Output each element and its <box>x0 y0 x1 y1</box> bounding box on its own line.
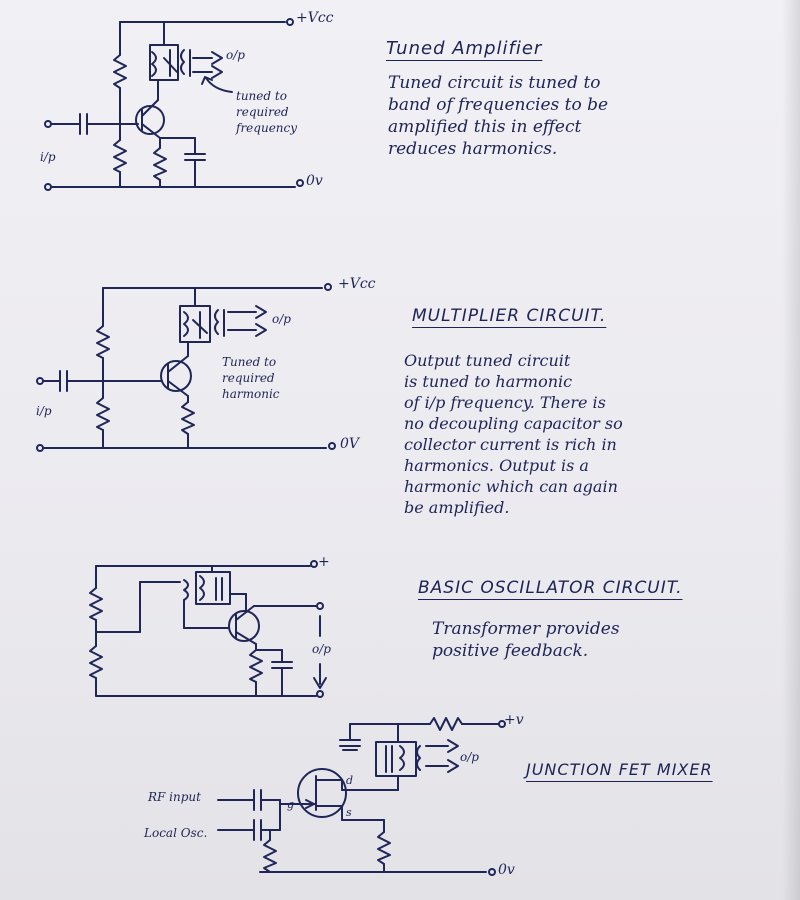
input-label: i/p <box>40 150 56 164</box>
plus-label: + <box>318 554 330 570</box>
oscillator-title: BASIC OSCILLATOR CIRCUIT. <box>418 578 683 598</box>
tuned-note: tuned to required frequency <box>236 89 298 135</box>
vcc-label: +Vcc <box>296 10 334 26</box>
zero-v-label: 0v <box>306 173 323 189</box>
zero-v-label: 0v <box>498 862 515 878</box>
gate-label: g <box>287 798 295 811</box>
source-label: s <box>346 806 352 819</box>
input-label: i/p <box>36 404 52 418</box>
vcc-label: +Vcc <box>338 276 376 292</box>
output-label: o/p <box>272 312 291 326</box>
plus-v-label: +v <box>504 712 524 728</box>
tuned-amplifier-description: Tuned circuit is tuned to band of freque… <box>388 73 609 159</box>
tuned-amplifier-title: Tuned Amplifier <box>386 38 543 59</box>
oscillator-description: Transformer provides positive feedback. <box>432 619 620 661</box>
output-label: o/p <box>226 48 245 62</box>
drain-label: d <box>346 774 354 787</box>
multiplier-title: MULTIPLIER CIRCUIT. <box>412 306 607 326</box>
output-label: o/p <box>312 642 331 656</box>
fet-mixer-title: JUNCTION FET MIXER <box>526 760 713 779</box>
output-label: o/p <box>460 750 479 764</box>
page-shadow <box>782 0 800 900</box>
multiplier-note: Tuned to required harmonic <box>222 355 280 401</box>
multiplier-description: Output tuned circuit is tuned to harmoni… <box>404 351 623 517</box>
local-osc-label: Local Osc. <box>144 826 208 840</box>
zero-v-label: 0V <box>340 436 360 452</box>
rf-input-label: RF input <box>148 790 201 804</box>
